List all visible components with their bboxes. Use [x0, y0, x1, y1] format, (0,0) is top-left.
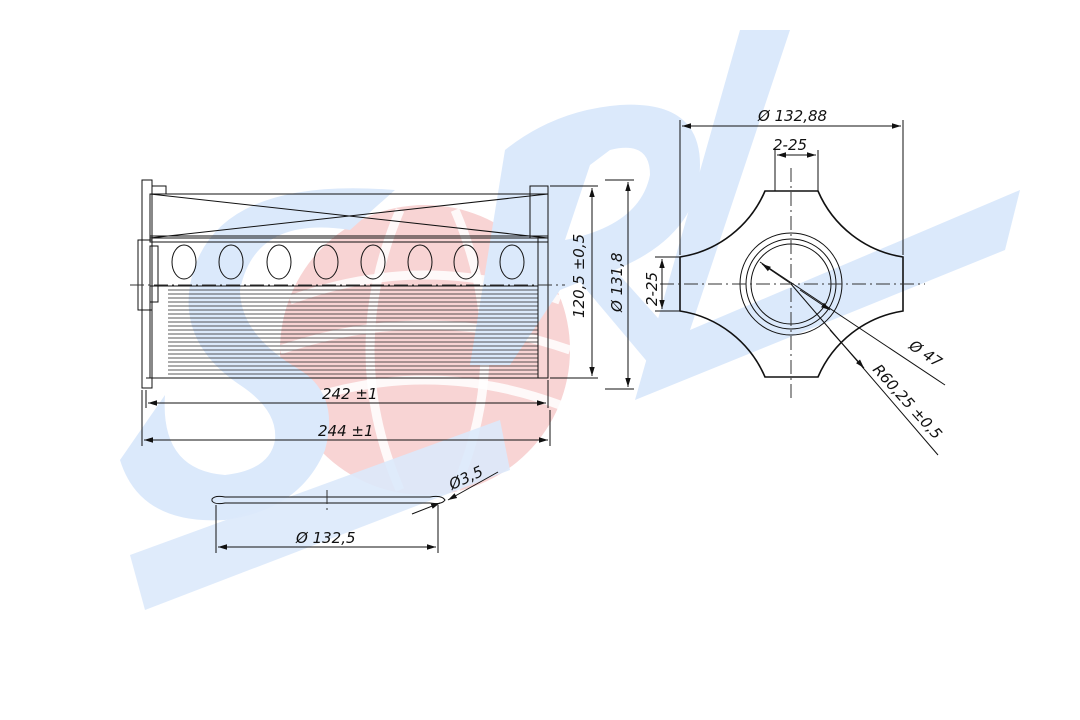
spigot — [137, 239, 153, 311]
dim-bore-diameter: Ø 47 — [905, 336, 946, 372]
perforation-holes — [171, 244, 525, 280]
tube-wall — [149, 235, 549, 243]
dim-length-outer: 244 ±1 — [318, 422, 374, 440]
dim-radius: R60,25 ±0,5 — [869, 361, 946, 443]
dim-diameter-side: Ø 131,8 — [608, 252, 626, 313]
gasket-ring — [211, 495, 446, 505]
watermark-letter-s-bottom — [130, 420, 510, 610]
watermark-letter-r — [470, 104, 700, 366]
end-view — [655, 120, 946, 456]
dim-height: 120,5 ±0,5 — [570, 234, 588, 318]
watermark-letter-l — [635, 30, 1020, 400]
gasket — [211, 471, 499, 553]
end-cap-outline — [679, 190, 904, 378]
dim-side-slot: 2-25 — [643, 272, 661, 306]
dim-length-inner: 242 ±1 — [322, 385, 378, 403]
dim-outer-diameter: Ø 132,88 — [757, 107, 827, 125]
side-dimensions — [141, 179, 634, 446]
dim-top-slot: 2-25 — [773, 136, 807, 154]
pleated-media — [168, 289, 538, 375]
dim-gasket-diameter: Ø 132,5 — [295, 529, 356, 547]
watermark-letters — [120, 30, 1020, 610]
side-view — [130, 179, 565, 389]
watermark — [120, 30, 1020, 610]
